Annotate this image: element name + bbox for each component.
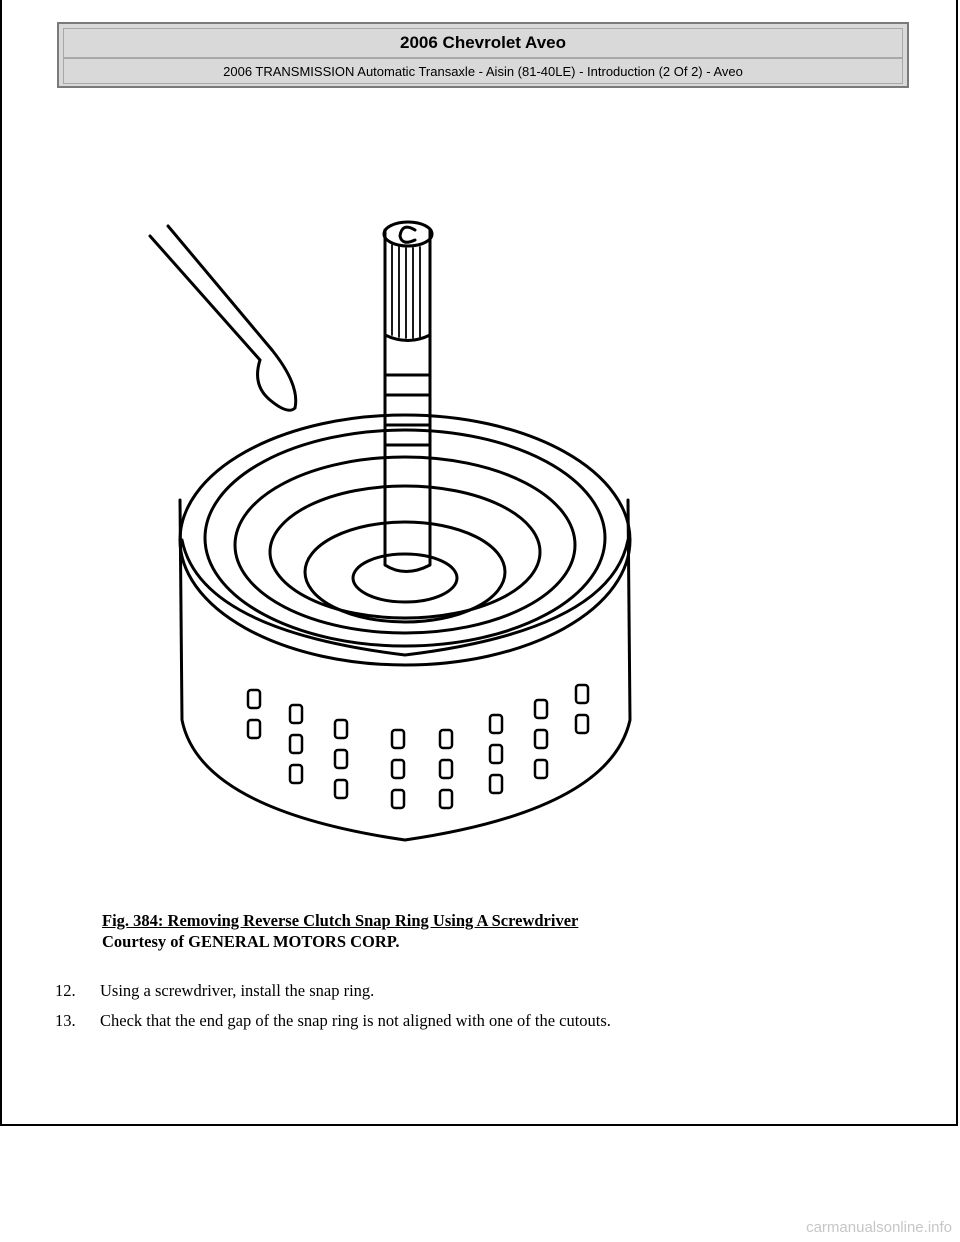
figure-courtesy: Courtesy of GENERAL MOTORS CORP.	[102, 932, 400, 951]
clutch-drum-illustration	[148, 220, 632, 842]
figure-caption: Fig. 384: Removing Reverse Clutch Snap R…	[102, 910, 578, 952]
step-item: 13. Check that the end gap of the snap r…	[55, 1010, 611, 1031]
document-header: 2006 Chevrolet Aveo 2006 TRANSMISSION Au…	[57, 22, 909, 88]
page-frame	[0, 0, 958, 1126]
header-title: 2006 Chevrolet Aveo	[63, 28, 903, 58]
clutch-drum-drawing	[178, 413, 632, 842]
step-text: Using a screwdriver, install the snap ri…	[100, 981, 375, 1000]
step-number: 13.	[55, 1011, 76, 1030]
step-item: 12. Using a screwdriver, install the sna…	[55, 980, 611, 1001]
figure-title: Fig. 384: Removing Reverse Clutch Snap R…	[102, 911, 579, 930]
header-subtitle: 2006 TRANSMISSION Automatic Transaxle - …	[63, 58, 903, 84]
drum-splines-drawing	[246, 683, 590, 810]
watermark: carmanualsonline.info	[806, 1219, 952, 1236]
screwdriver-drawing	[148, 224, 298, 412]
input-shaft-drawing	[382, 220, 434, 573]
step-text: Check that the end gap of the snap ring …	[100, 1011, 611, 1030]
step-number: 12.	[55, 981, 76, 1000]
procedure-steps: 12. Using a screwdriver, install the sna…	[55, 980, 611, 1040]
